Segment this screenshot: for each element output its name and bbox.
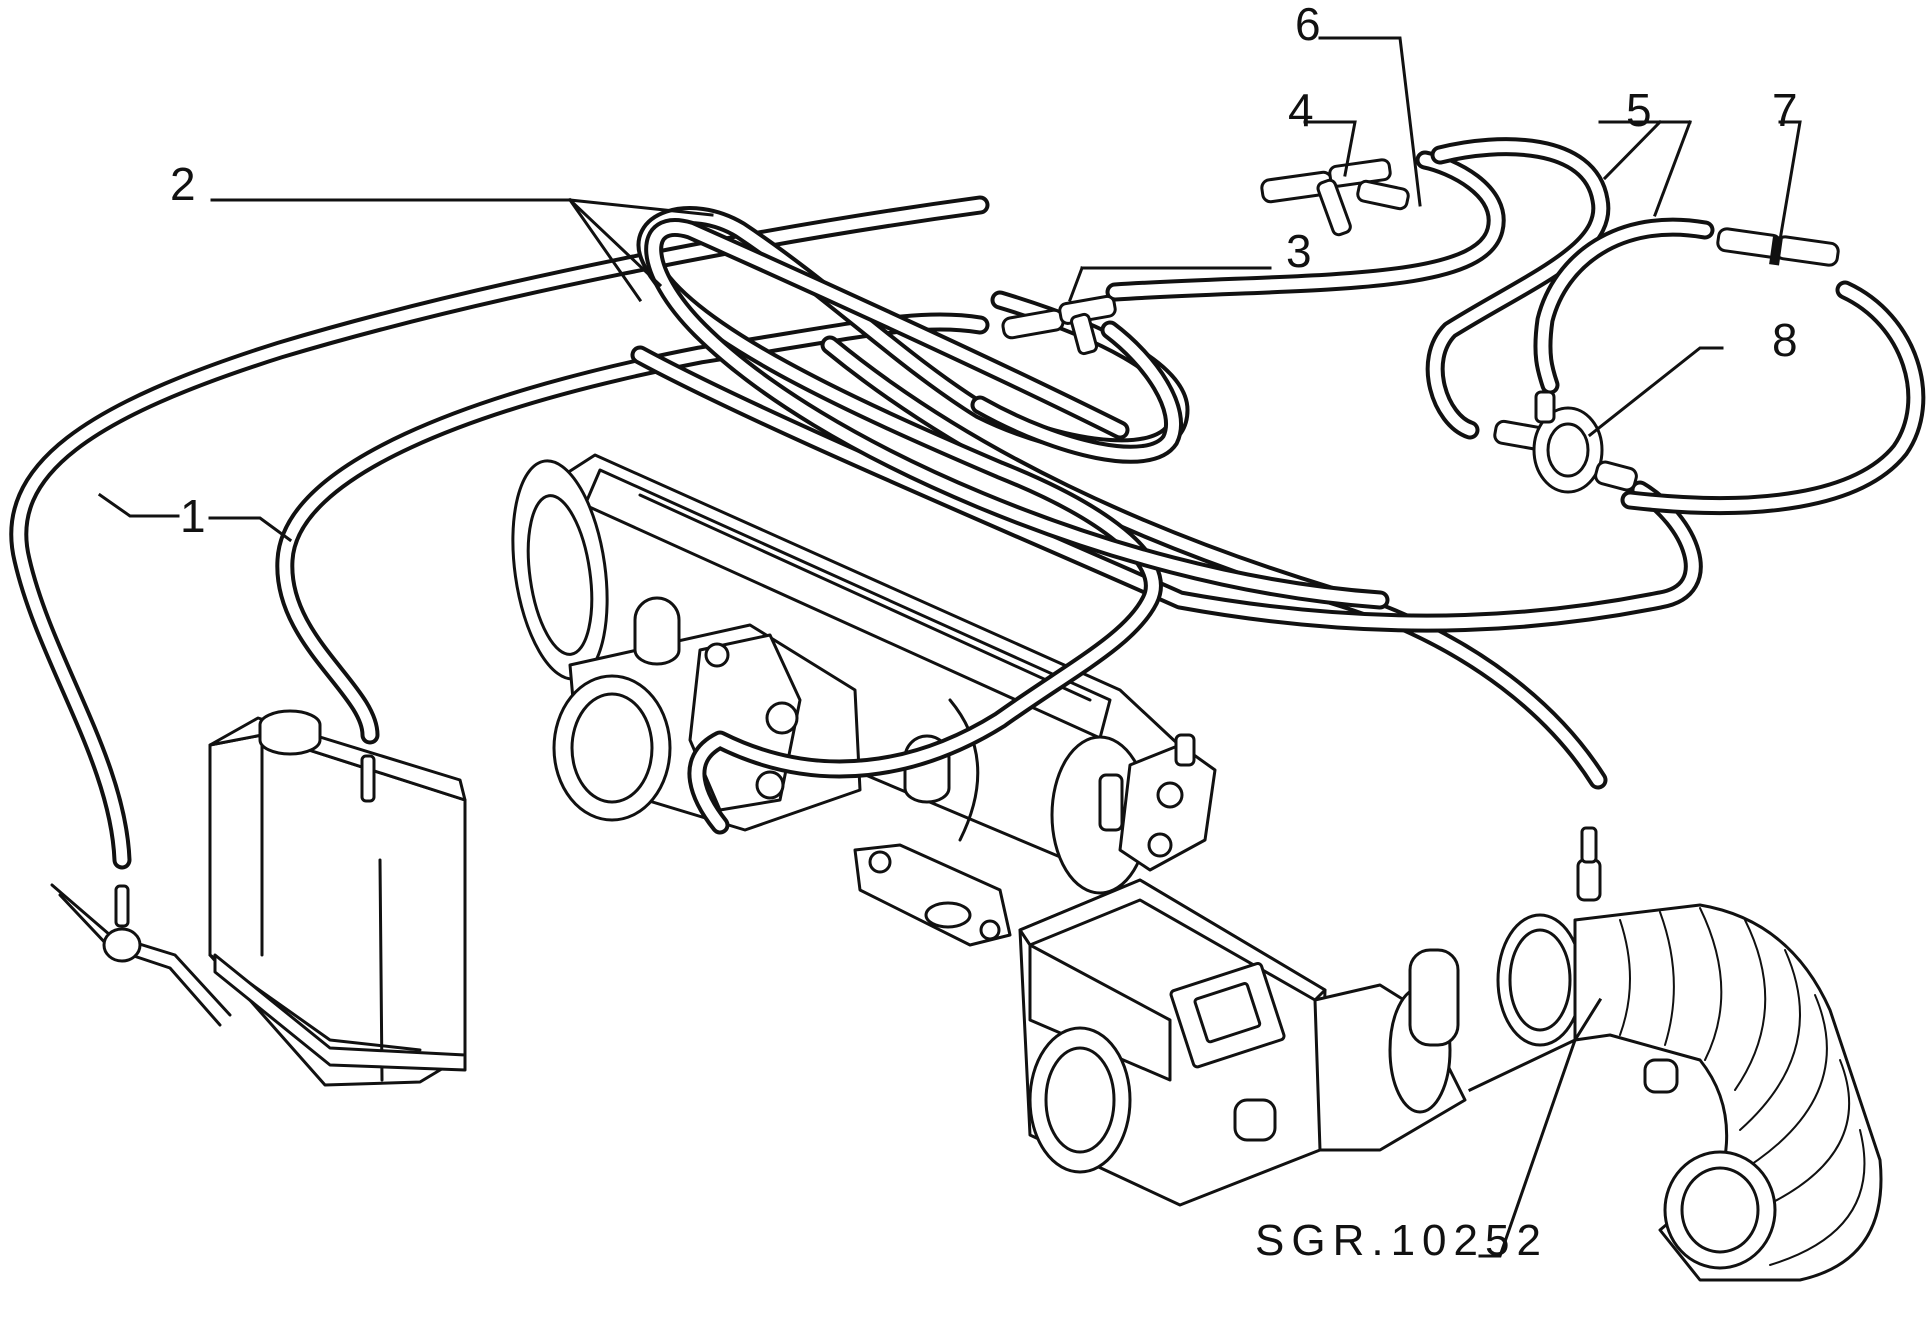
valve-8 bbox=[1493, 390, 1638, 494]
hose-7-right bbox=[1620, 280, 1926, 516]
hose-return-long bbox=[630, 345, 1703, 633]
t-fitting-4 bbox=[1260, 158, 1410, 237]
hose-2-outer bbox=[644, 218, 1390, 610]
throttle-body-left bbox=[552, 596, 951, 832]
hose-5-upper bbox=[1425, 137, 1611, 440]
lower-flange bbox=[853, 843, 1012, 947]
callout-1: 1 bbox=[180, 490, 206, 542]
hose-1-left bbox=[9, 195, 990, 870]
canister-line-connector bbox=[50, 883, 232, 1027]
air-intake-boot bbox=[1496, 826, 1883, 1282]
connector-7 bbox=[1716, 227, 1840, 267]
callout-7: 7 bbox=[1772, 84, 1798, 136]
hose-3 bbox=[1105, 150, 1506, 302]
callout-6: 6 bbox=[1295, 0, 1321, 50]
plenum-flange-right bbox=[1050, 733, 1217, 895]
callout-5: 5 bbox=[1626, 84, 1652, 136]
leader-lines bbox=[97, 36, 1802, 1258]
callout-4: 4 bbox=[1288, 84, 1314, 136]
intake-plenum bbox=[511, 453, 1197, 882]
callout-8: 8 bbox=[1772, 314, 1798, 366]
carbon-canister bbox=[208, 709, 467, 1087]
callout-2: 2 bbox=[170, 158, 196, 210]
callout-labels: 1 2 3 4 5 6 7 8 SGR.10252 bbox=[170, 0, 1798, 1265]
air-flow-meter bbox=[1018, 878, 1467, 1207]
callout-3: 3 bbox=[1286, 225, 1312, 277]
reference-code: SGR.10252 bbox=[1255, 1216, 1548, 1265]
hose-3-loop bbox=[970, 320, 1184, 464]
hose-5-lower bbox=[1533, 217, 1715, 395]
fitting-3 bbox=[1001, 294, 1117, 356]
